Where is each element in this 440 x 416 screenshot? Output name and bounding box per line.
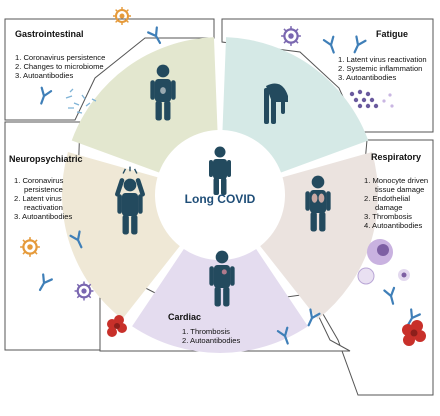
sector-fatigue	[222, 37, 369, 173]
fatigue-item: 2. Systemic inflammation	[338, 64, 422, 73]
particle-cluster-icon	[349, 89, 394, 109]
neuropsychiatric-item: 3. Autoantibodies	[14, 212, 72, 221]
gastrointestinal-item: 1. Coronavirus persistence	[15, 53, 105, 62]
gastrointestinal-title: Gastrointestinal	[15, 29, 84, 39]
neuropsychiatric-item: reactivation	[24, 203, 63, 212]
fatigue-item: 3. Autoantibodies	[338, 73, 396, 82]
neuropsychiatric-item: 2. Latent virus	[14, 194, 62, 203]
virus-icon	[280, 25, 302, 48]
respiratory-item: 2. Endothelial	[364, 194, 410, 203]
gastrointestinal-item: 2. Changes to microbiome	[15, 62, 104, 71]
sector-respiratory	[260, 151, 378, 320]
sector-neuropsychiatric	[61, 151, 180, 320]
fatigue-person-icon	[264, 83, 288, 124]
cardiac-item: 2. Autoantibodies	[182, 336, 240, 345]
gastro-person-icon	[150, 64, 176, 121]
respiratory-person-icon	[305, 175, 331, 232]
center-title: Long COVID	[185, 192, 256, 206]
microbiome-icon	[65, 88, 97, 114]
virus-icon	[73, 280, 95, 302]
neuropsychiatric-item: 1. Coronavirus	[14, 176, 64, 185]
cardiac-item: 1. Thrombosis	[182, 327, 230, 336]
respiratory-item: damage	[375, 203, 402, 212]
neuropsychiatric-title: Neuropsychiatric	[9, 154, 83, 164]
respiratory-item: 1. Monocyte driven	[364, 176, 428, 185]
neuropsychiatric-item: persistence	[24, 185, 63, 194]
respiratory-item: 4. Autoantibodies	[364, 221, 422, 230]
sector-ring	[61, 37, 378, 354]
virus-icon	[19, 236, 42, 258]
blood-clot-icon	[107, 315, 426, 346]
fatigue-title: Fatigue	[376, 29, 408, 39]
respiratory-item: 3. Thrombosis	[364, 212, 412, 221]
sector-gastrointestinal	[71, 37, 218, 173]
monocyte-icon	[357, 239, 410, 285]
virus-icon	[112, 6, 132, 26]
gastrointestinal-item: 3. Autoantibodies	[15, 71, 73, 80]
gastrointestinal-panel	[4, 18, 215, 121]
neuro-person-icon	[115, 166, 145, 235]
respiratory-title: Respiratory	[371, 152, 421, 162]
fatigue-item: 1. Latent virus reactivation	[338, 55, 427, 64]
respiratory-item: tissue damage	[375, 185, 424, 194]
center-circle	[158, 133, 282, 257]
cardiac-title: Cardiac	[168, 312, 201, 322]
cardiac-person-icon	[209, 250, 235, 307]
